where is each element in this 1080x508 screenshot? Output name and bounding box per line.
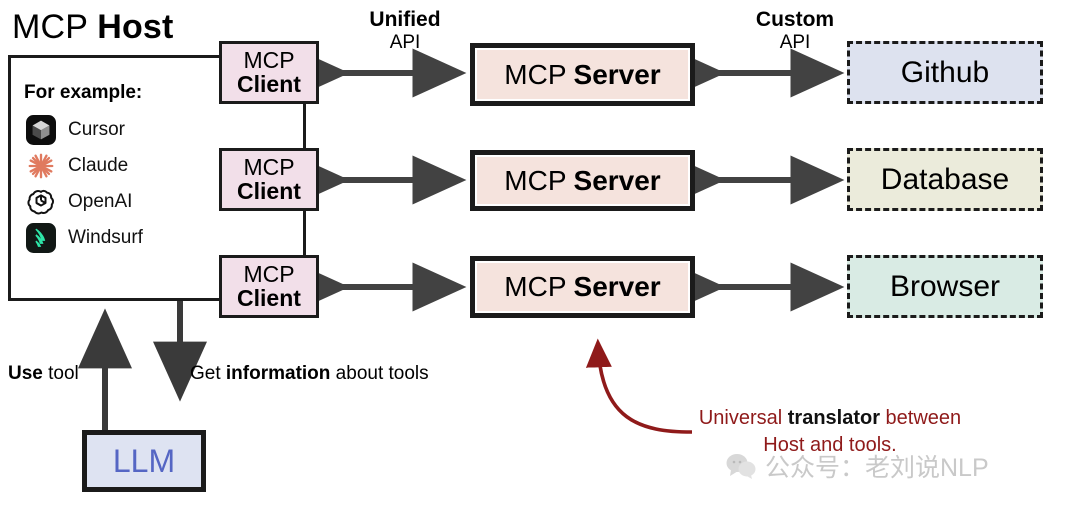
tool-label: Github bbox=[900, 55, 990, 89]
watermark-text: 公众号：老刘说NLP bbox=[765, 454, 989, 482]
wechat-icon bbox=[726, 454, 756, 479]
annotation-post: between bbox=[880, 407, 962, 429]
get-information-label: Get information about tools bbox=[190, 363, 429, 385]
annotation-pre: Universal bbox=[698, 407, 788, 429]
client-line2: Client bbox=[237, 284, 301, 311]
list-item-label: OpenAI bbox=[68, 191, 133, 212]
host-title-light: MCP bbox=[12, 8, 88, 46]
tool-label: Browser bbox=[889, 269, 1001, 303]
client-server-arrows bbox=[295, 48, 467, 312]
server-line2: Server bbox=[573, 58, 661, 90]
use-tool-label: Use tool bbox=[8, 363, 79, 385]
get-info-post: about tools bbox=[330, 363, 429, 384]
list-item-label: Windsurf bbox=[68, 227, 143, 248]
custom-api-line2: API bbox=[779, 31, 811, 53]
mcp-client-box-1[interactable]: MCP Client bbox=[219, 41, 319, 104]
server-line1: MCP bbox=[504, 271, 567, 302]
mcp-client-box-3[interactable]: MCP Client bbox=[219, 255, 319, 318]
client-line2: Client bbox=[237, 70, 301, 97]
server-line2: Server bbox=[573, 164, 661, 196]
list-item-label: Cursor bbox=[68, 119, 126, 140]
claude-icon bbox=[28, 153, 54, 179]
list-item-openai[interactable]: OpenAI bbox=[26, 184, 236, 220]
custom-api-label: Custom API bbox=[735, 8, 855, 53]
server-line2: Server bbox=[573, 271, 661, 302]
cursor-icon bbox=[26, 115, 56, 145]
tool-box-browser[interactable]: Browser bbox=[847, 255, 1043, 318]
client-line1: MCP bbox=[243, 261, 295, 288]
use-tool-bold: Use bbox=[8, 363, 43, 384]
mcp-server-box-2[interactable]: MCP Server bbox=[470, 150, 695, 211]
for-example-label: For example: bbox=[24, 82, 143, 103]
llm-arrows bbox=[78, 301, 207, 430]
annotation-line2: Host and tools. bbox=[763, 434, 897, 456]
tool-box-github[interactable]: Github bbox=[847, 41, 1043, 104]
unified-api-line1: Unified bbox=[369, 8, 441, 31]
tool-label: Database bbox=[880, 162, 1010, 196]
client-line2: Client bbox=[237, 177, 301, 204]
example-apps-list: Cursor Claude bbox=[26, 112, 236, 256]
host-title: MCP Host bbox=[12, 8, 174, 47]
list-item-windsurf[interactable]: Windsurf bbox=[26, 220, 236, 256]
client-line1: MCP bbox=[243, 47, 295, 74]
get-info-bold: information bbox=[225, 363, 331, 384]
host-title-bold: Host bbox=[97, 8, 174, 46]
use-tool-rest: tool bbox=[42, 363, 79, 384]
unified-api-line2: API bbox=[389, 31, 421, 53]
server-line1: MCP bbox=[504, 58, 567, 90]
custom-api-line1: Custom bbox=[755, 8, 835, 31]
openai-icon bbox=[27, 189, 54, 215]
mcp-server-box-1[interactable]: MCP Server bbox=[470, 43, 695, 106]
windsurf-icon bbox=[26, 223, 56, 253]
mcp-client-box-2[interactable]: MCP Client bbox=[219, 148, 319, 211]
llm-label: LLM bbox=[112, 442, 176, 479]
watermark: 公众号：老刘说NLP bbox=[726, 448, 989, 484]
annotation-bold: translator bbox=[787, 407, 880, 429]
list-item-label: Claude bbox=[68, 155, 129, 176]
list-item-cursor[interactable]: Cursor bbox=[26, 112, 236, 148]
tool-box-database[interactable]: Database bbox=[847, 148, 1043, 211]
unified-api-label: Unified API bbox=[345, 8, 465, 53]
mcp-server-box-3[interactable]: MCP Server bbox=[470, 256, 695, 318]
list-item-claude[interactable]: Claude bbox=[26, 148, 236, 184]
annotation-text: Universal translator between Host and to… bbox=[660, 405, 1000, 459]
client-line1: MCP bbox=[243, 154, 295, 181]
llm-box[interactable]: LLM bbox=[82, 430, 206, 492]
server-tool-arrows bbox=[671, 48, 845, 312]
get-info-pre: Get bbox=[190, 363, 226, 384]
server-line1: MCP bbox=[504, 164, 567, 196]
